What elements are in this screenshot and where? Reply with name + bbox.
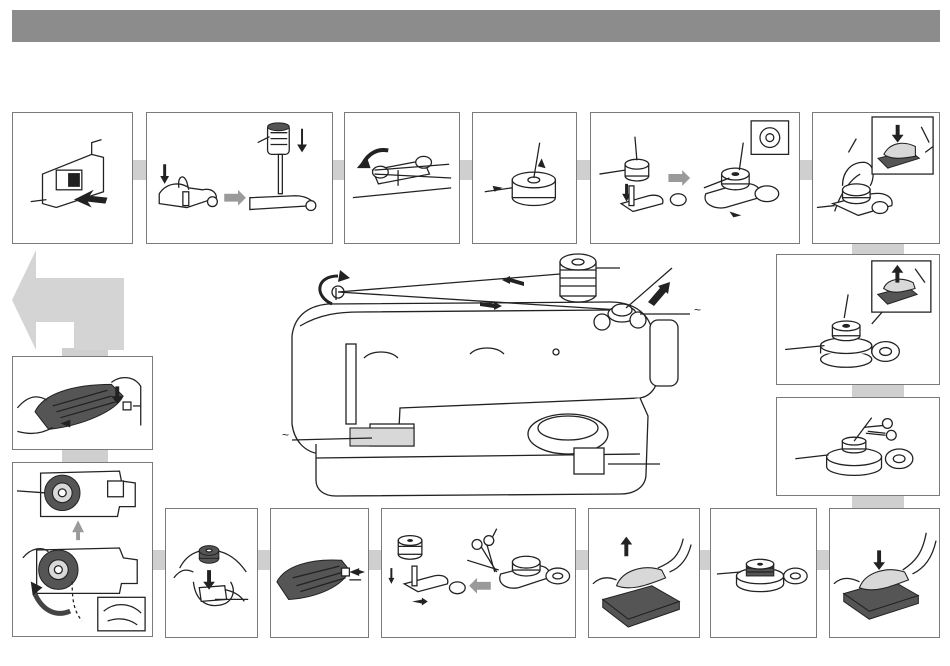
bobbin-case-icon [13, 463, 152, 636]
step-panel-bobbin-thread [472, 112, 577, 244]
return-arrow-icon [12, 250, 130, 350]
connector [577, 160, 590, 180]
spool-pin-icon [147, 113, 332, 243]
tilde-label-right: ~ [694, 303, 701, 317]
connector [700, 550, 710, 570]
cover-plate-icon [271, 509, 368, 637]
connector [800, 160, 812, 180]
step-panel-bobbin-winder [590, 112, 800, 244]
connector [333, 160, 344, 180]
connector [258, 550, 270, 570]
connector [852, 496, 904, 508]
bobbin-icon [711, 509, 816, 637]
remove-bobbin-icon [382, 509, 575, 637]
step-panel-remove-bobbin [381, 508, 576, 638]
foot-controller-icon [777, 255, 939, 384]
connector [817, 550, 829, 570]
step-panel-foot-controller-release [776, 254, 940, 385]
header-bar [12, 10, 940, 42]
connector [852, 385, 904, 397]
bobbin-icon [473, 113, 576, 243]
foot-controller-icon [589, 509, 699, 637]
step-panel-insert-bobbin [165, 508, 258, 638]
step-panel-foot-controller-lift [588, 508, 700, 638]
insert-bobbin-icon [166, 509, 257, 637]
scissors-icon [777, 398, 939, 495]
bobbin-cover-icon [13, 357, 152, 449]
connector [369, 550, 381, 570]
step-panel-foot-controller-winding [829, 508, 940, 638]
step-panel-slide-cover [12, 356, 153, 450]
step-panel-full-bobbin [710, 508, 817, 638]
connector [576, 550, 588, 570]
step-panel-foot-controller-press [812, 112, 940, 244]
step-panel-bobbin-case [12, 462, 153, 637]
step-panel-spool-pin [146, 112, 333, 244]
foot-controller-icon [830, 509, 939, 637]
tilde-label-left: ~ [282, 428, 289, 442]
connector [460, 160, 472, 180]
foot-controller-icon [813, 113, 939, 243]
connector [153, 550, 165, 570]
connector [62, 450, 108, 462]
step-panel-thread-guide [344, 112, 460, 244]
step-panel-cut-thread [776, 397, 940, 496]
connector [133, 160, 146, 180]
step-panel-cover-plate [270, 508, 369, 638]
power-switch-icon [13, 113, 132, 243]
thread-guide-icon [345, 113, 459, 243]
sewing-machine-illustration [280, 248, 690, 500]
bobbin-winder-icon [591, 113, 799, 243]
step-panel-power-switch [12, 112, 133, 244]
